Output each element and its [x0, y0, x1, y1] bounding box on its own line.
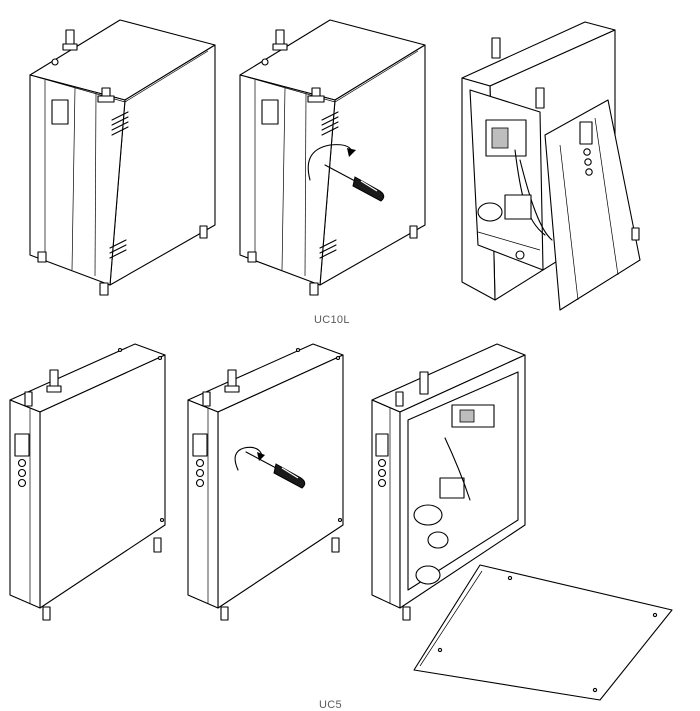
caption-uc5: UC5	[319, 699, 342, 711]
uc10l-step1	[29, 19, 216, 296]
caption-uc10l: UC10L	[314, 314, 350, 326]
uc5-step3	[371, 343, 673, 701]
uc10l-step2	[239, 19, 426, 296]
uc5-step2	[187, 343, 344, 621]
uc5-step1	[9, 343, 166, 621]
uc10l-step3	[461, 21, 641, 311]
